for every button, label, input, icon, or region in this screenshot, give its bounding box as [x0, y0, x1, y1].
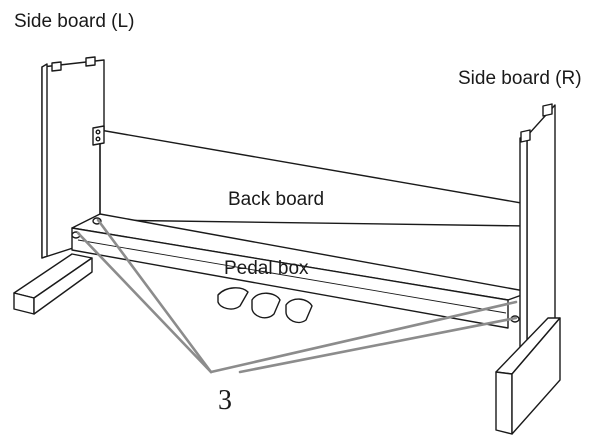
side-board-right: [495, 103, 561, 435]
leader-line-1: [76, 231, 213, 374]
pedal-box: [71, 213, 531, 329]
pedals: [217, 287, 313, 324]
leader-line-3: [209, 300, 518, 374]
leader-line-4: [238, 316, 518, 374]
side-board-right-label: Side board (R): [458, 68, 582, 89]
screw-callout-lines: [76, 218, 518, 374]
back-board-label: Back board: [228, 189, 325, 210]
screw-callout-number: 3: [218, 385, 232, 416]
pedal-box-label: Pedal box: [224, 258, 309, 279]
side-board-left-label: Side board (L): [14, 11, 135, 32]
leader-line-2: [96, 218, 213, 374]
side-board-left: [13, 56, 105, 315]
back-board: [92, 125, 528, 227]
